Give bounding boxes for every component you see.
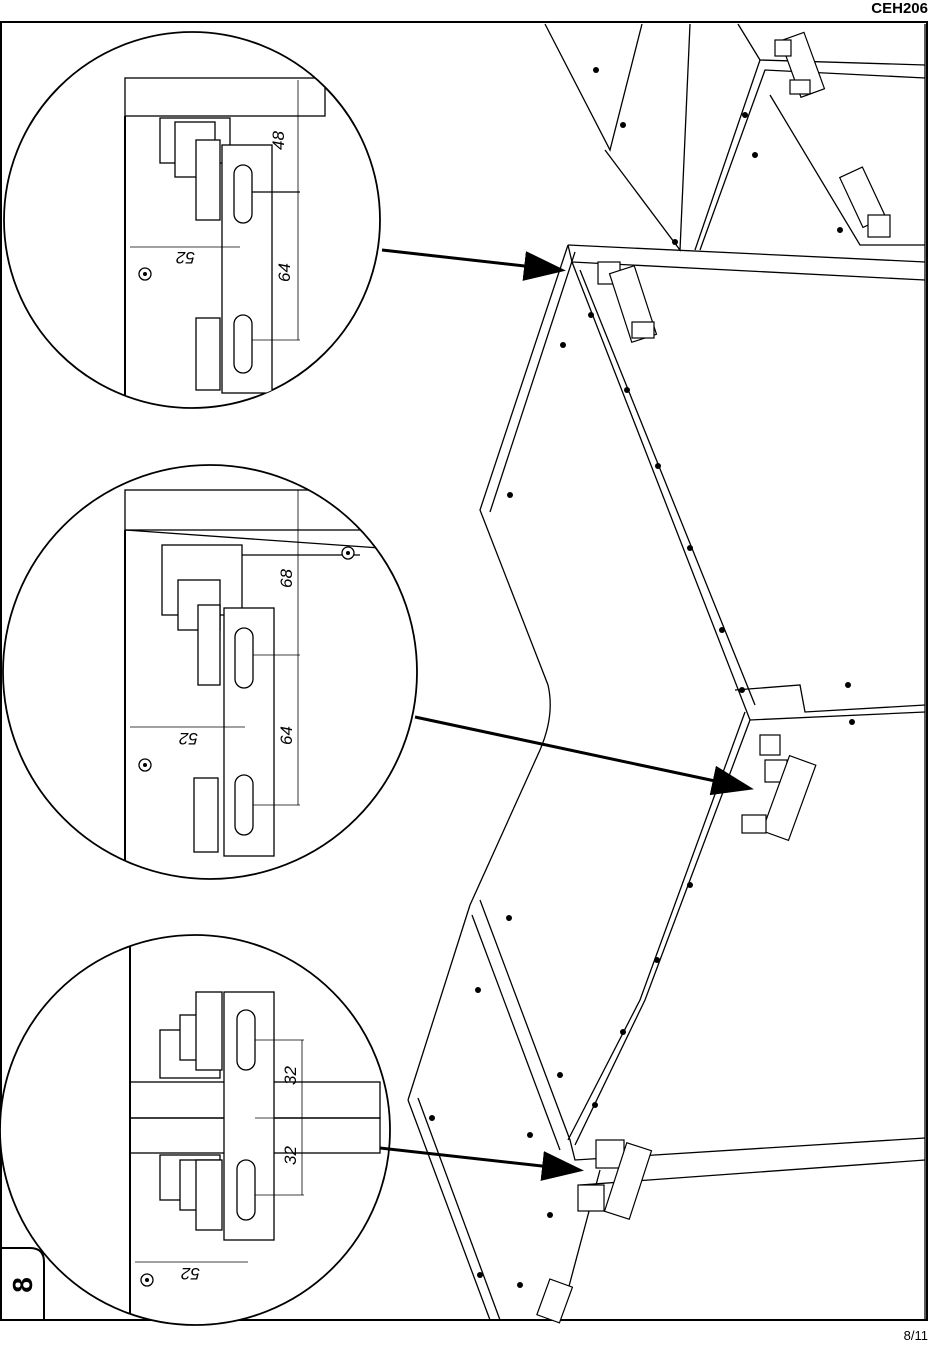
detail-circle-top: 48 64 52 — [4, 32, 380, 420]
bracket-middle-top — [598, 262, 656, 342]
arrow-bottom — [380, 1148, 578, 1170]
bracket-middle — [742, 735, 816, 840]
arrow-top — [382, 250, 560, 270]
dimension-label-52: 52 — [181, 1264, 200, 1283]
dimension-label-64: 64 — [277, 726, 296, 745]
detail-circle-bottom: 32 32 52 — [0, 935, 390, 1325]
bracket-parts — [537, 32, 890, 1323]
step-number: 8 — [7, 1277, 38, 1293]
detail-circle-middle: 68 64 52 — [3, 465, 417, 880]
dimension-label-52: 52 — [176, 248, 195, 267]
dimension-label-64: 64 — [275, 263, 294, 282]
leader-arrows — [380, 250, 748, 1170]
dimension-label-52: 52 — [179, 729, 198, 748]
dimension-label-32-lower: 32 — [281, 1146, 300, 1165]
screw-holes — [429, 67, 855, 1288]
step-tab: 8 — [1, 1248, 44, 1320]
dimension-label-32-upper: 32 — [281, 1066, 300, 1085]
dimension-label-48: 48 — [269, 131, 288, 150]
arrow-middle — [415, 717, 748, 788]
cabinet-drawing — [408, 24, 925, 1320]
dimension-label-68: 68 — [277, 569, 296, 588]
